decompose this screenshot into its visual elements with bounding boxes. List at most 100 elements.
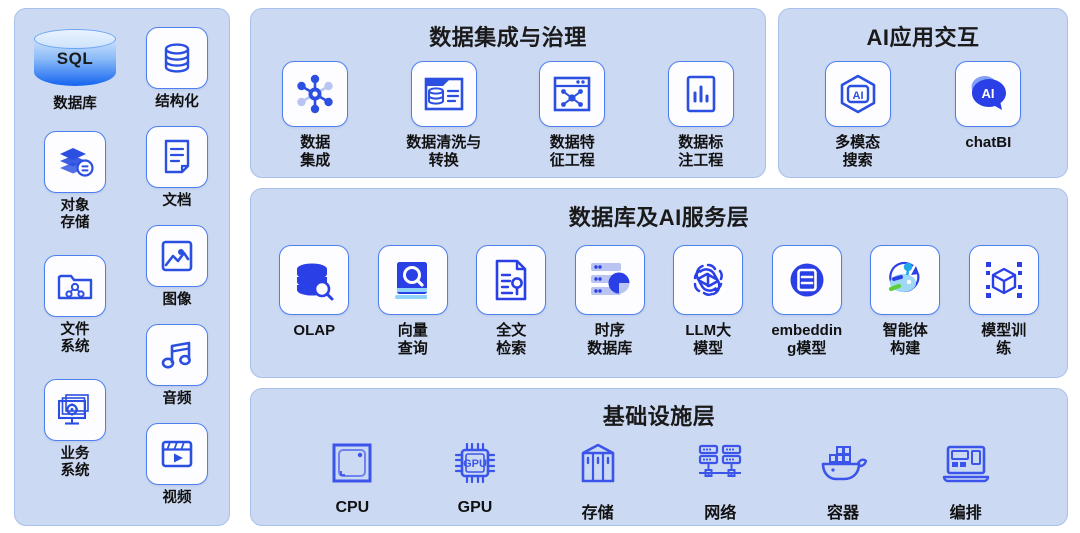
db-ai-item-olap[interactable]: OLAP — [265, 245, 364, 340]
sidebar-item-business-system[interactable]: 业务 系统 — [44, 379, 106, 480]
infra-label-cpu: CPU — [335, 499, 370, 516]
ingest-item-feature-engineering[interactable]: 数据特 征工程 — [520, 61, 624, 170]
db-ai-item-model-training[interactable]: 模型训 练 — [955, 245, 1054, 358]
data-source-panel: SQL 数据库 — [14, 8, 230, 526]
llm-openai-swirl-icon — [673, 245, 744, 315]
business-system-monitor-icon — [44, 379, 106, 441]
db-ai-item-fulltext-search[interactable]: 全文 检索 — [462, 245, 561, 358]
video-clapperboard-icon — [146, 423, 208, 485]
db-ai-item-vector-query[interactable]: 向量 查询 — [364, 245, 463, 358]
file-system-folder-icon — [44, 255, 106, 317]
infra-label-container: 容器 — [826, 505, 859, 522]
sidebar-label-structured: 结构化 — [155, 94, 199, 110]
db-ai-item-timeseries-db[interactable]: 时序 数据库 — [561, 245, 660, 358]
ingest-item-data-annotation[interactable]: 数据标 注工程 — [649, 61, 753, 170]
storage-rack-icon — [570, 437, 626, 489]
sidebar-item-object-storage[interactable]: 对象 存储 — [44, 131, 106, 232]
sidebar-item-image[interactable]: 图像 — [146, 225, 208, 309]
feature-engineering-icon — [539, 61, 606, 127]
infra-item-storage[interactable]: 存储 — [546, 437, 650, 523]
db-ai-item-agent-build[interactable]: 智能体 构建 — [856, 245, 955, 358]
document-icon — [146, 126, 208, 188]
sidebar-item-file-system[interactable]: 文件 系统 — [44, 255, 106, 356]
sidebar-item-video[interactable]: 视频 — [146, 423, 208, 507]
infra-item-gpu[interactable]: GPU GPU — [423, 437, 527, 517]
ai-application-panel: AI应用交互 AI 多模态 搜索 AI — [778, 8, 1068, 178]
embedding-model-circle-icon — [771, 245, 842, 315]
ingest-label-data-cleaning: 数据清洗与 转换 — [406, 134, 482, 169]
chatbi-speech-bubble-ai-icon: AI — [955, 61, 1022, 127]
ingest-item-data-integration[interactable]: 数据 集成 — [263, 61, 367, 170]
cpu-chip-icon — [324, 437, 380, 489]
sidebar-label-object-storage: 对象 存储 — [60, 198, 90, 232]
network-topology-icon — [692, 437, 748, 489]
data-cleaning-transform-icon — [410, 61, 477, 127]
olap-database-search-icon — [279, 245, 350, 315]
db-ai-label-agent-build: 智能体 构建 — [882, 322, 928, 357]
ingest-label-data-annotation: 数据标 注工程 — [678, 134, 724, 169]
ingest-governance-panel: 数据集成与治理 — [250, 8, 766, 178]
ingest-item-data-cleaning[interactable]: 数据清洗与 转换 — [392, 61, 496, 170]
svg-text:AI: AI — [982, 86, 995, 101]
sidebar-label-file-system: 文件 系统 — [60, 322, 90, 356]
infra-item-cpu[interactable]: CPU — [300, 437, 404, 517]
timeseries-database-chart-icon — [574, 245, 645, 315]
object-storage-icon — [44, 131, 106, 193]
sql-database-cylinder-icon: SQL — [34, 29, 116, 91]
db-ai-item-embedding[interactable]: embeddin g模型 — [758, 245, 857, 358]
ai-app-label-multimodal-search: 多模态 搜索 — [835, 134, 881, 169]
db-ai-service-panel: 数据库及AI服务层 OLAP — [250, 188, 1068, 378]
fulltext-search-document-icon — [476, 245, 547, 315]
infra-item-network[interactable]: 网络 — [668, 437, 772, 523]
ingest-panel-title: 数据集成与治理 — [429, 25, 587, 50]
ingest-label-data-integration: 数据 集成 — [300, 134, 331, 169]
db-ai-item-llm[interactable]: LLM大 模型 — [659, 245, 758, 358]
structured-database-icon — [146, 27, 208, 89]
db-ai-label-embedding: embeddin g模型 — [771, 322, 843, 357]
db-ai-label-model-training: 模型训 练 — [981, 322, 1027, 357]
svg-text:GPU: GPU — [463, 458, 487, 470]
sql-badge-label: SQL — [56, 49, 94, 68]
ai-app-panel-title: AI应用交互 — [866, 25, 980, 50]
db-ai-panel-title: 数据库及AI服务层 — [568, 205, 750, 230]
sidebar-label-video: 视频 — [162, 490, 192, 506]
ai-app-item-chatbi[interactable]: AI chatBI — [936, 61, 1040, 152]
sidebar-item-structured[interactable]: 结构化 — [146, 27, 208, 111]
infra-label-network: 网络 — [704, 505, 737, 522]
db-ai-label-olap: OLAP — [293, 322, 336, 339]
data-integration-hub-icon — [282, 61, 349, 127]
ai-app-label-chatbi: chatBI — [965, 134, 1012, 151]
infra-label-orchestration: 编排 — [949, 505, 982, 522]
sidebar-item-audio[interactable]: 音频 — [146, 324, 208, 408]
data-annotation-chart-icon — [667, 61, 734, 127]
ingest-label-feature-engineering: 数据特 征工程 — [549, 134, 595, 169]
docker-container-whale-icon — [815, 437, 871, 489]
gpu-chip-icon: GPU — [447, 437, 503, 489]
db-ai-label-llm: LLM大 模型 — [685, 322, 732, 357]
infra-item-container[interactable]: 容器 — [791, 437, 895, 523]
agent-build-robot-icon — [870, 245, 941, 315]
ai-app-item-multimodal-search[interactable]: AI 多模态 搜索 — [806, 61, 910, 170]
audio-music-note-icon — [146, 324, 208, 386]
infra-item-orchestration[interactable]: 编排 — [914, 437, 1018, 523]
svg-text:AI: AI — [852, 90, 863, 102]
image-picture-icon — [146, 225, 208, 287]
sidebar-label-image: 图像 — [162, 292, 192, 308]
db-ai-label-fulltext-search: 全文 检索 — [496, 322, 527, 357]
infra-label-storage: 存储 — [581, 505, 614, 522]
sidebar-label-audio: 音频 — [162, 391, 192, 407]
infrastructure-panel: 基础设施层 CPU — [250, 388, 1068, 526]
model-training-cube-icon — [968, 245, 1039, 315]
sidebar-item-database[interactable]: SQL 数据库 — [34, 29, 116, 113]
db-ai-label-vector-query: 向量 查询 — [397, 322, 428, 357]
orchestration-dashboard-icon — [938, 437, 994, 489]
infra-panel-title: 基础设施层 — [602, 404, 716, 429]
sidebar-item-document[interactable]: 文档 — [146, 126, 208, 210]
sidebar-label-document: 文档 — [162, 193, 192, 209]
vector-query-book-search-icon — [377, 245, 448, 315]
multimodal-search-ai-hexagon-icon: AI — [824, 61, 891, 127]
infra-label-gpu: GPU — [457, 499, 493, 516]
db-ai-label-timeseries-db: 时序 数据库 — [587, 322, 633, 357]
sidebar-label-business-system: 业务 系统 — [60, 446, 90, 480]
